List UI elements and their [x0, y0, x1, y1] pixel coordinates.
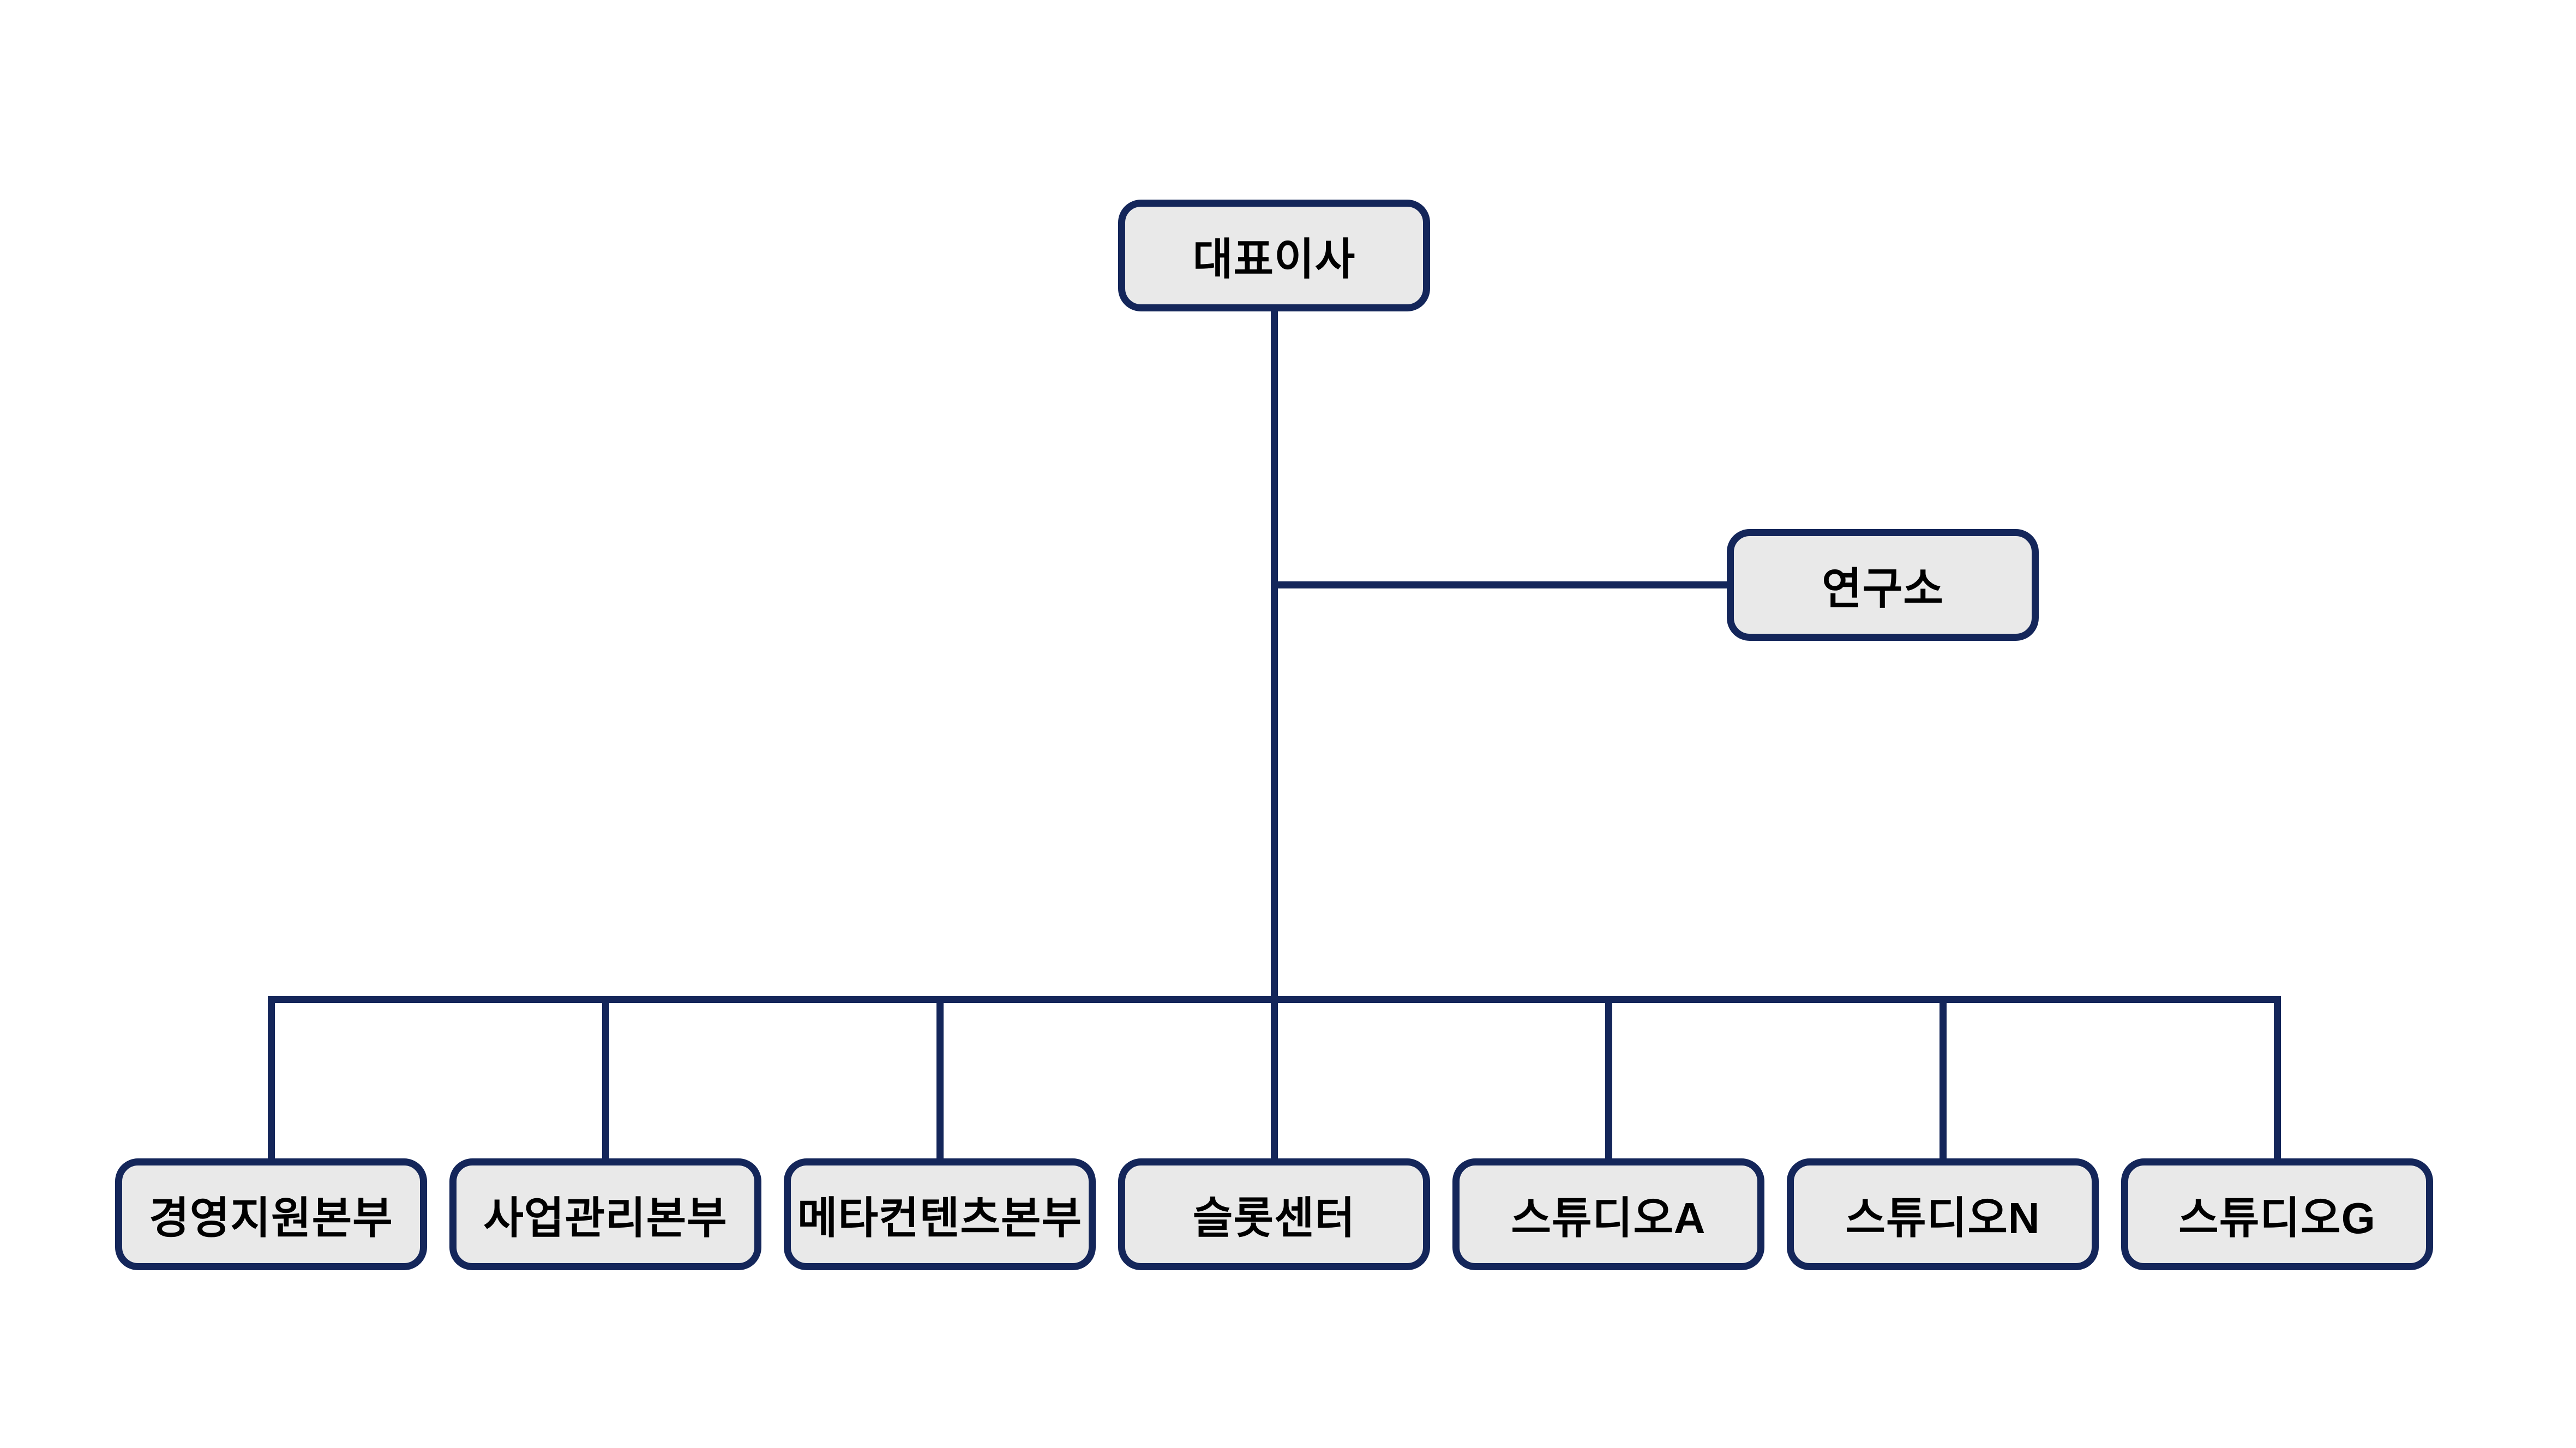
org-node-dept-studio-a: 스튜디오A: [1452, 1158, 1764, 1270]
connector-drop-dept-3: [1271, 996, 1278, 1162]
org-node-research-institute: 연구소: [1727, 529, 2039, 641]
org-node-dept-slot-center: 슬롯센터: [1118, 1158, 1430, 1270]
org-node-dept-management-support: 경영지원본부: [115, 1158, 427, 1270]
connector-drop-dept-2: [936, 996, 944, 1162]
org-node-dept-studio-g: 스튜디오G: [2121, 1158, 2433, 1270]
org-node-dept-business-management: 사업관리본부: [449, 1158, 761, 1270]
connector-drop-dept-0: [268, 996, 275, 1162]
org-node-dept-studio-n: 스튜디오N: [1787, 1158, 2099, 1270]
org-node-dept-meta-contents: 메타컨텐츠본부: [784, 1158, 1096, 1270]
connector-drop-dept-6: [2274, 996, 2281, 1162]
connector-drop-dept-5: [1939, 996, 1947, 1162]
org-node-ceo: 대표이사: [1118, 200, 1430, 311]
connector-branch-to-research: [1271, 581, 1732, 588]
connector-drop-dept-4: [1605, 996, 1612, 1162]
connector-drop-dept-1: [602, 996, 609, 1162]
connector-ceo-to-bus: [1271, 305, 1278, 1003]
